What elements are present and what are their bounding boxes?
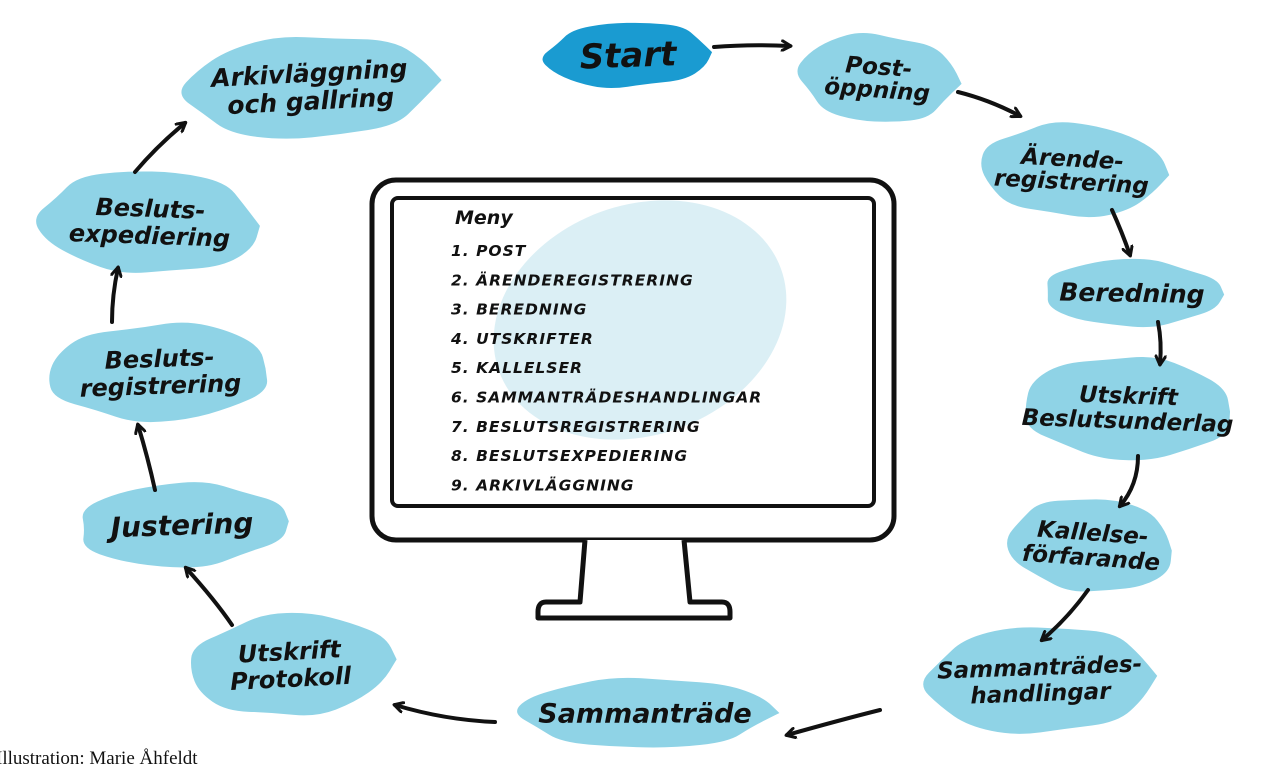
- step-label: Start: [579, 34, 679, 77]
- blob-shape: [797, 32, 962, 122]
- menu-item: 5. KALLELSER: [451, 359, 583, 377]
- flow-arrow: [1110, 208, 1130, 255]
- step-kallelse: Kallelse-förfarande: [1007, 499, 1172, 592]
- flow-arrow: [138, 425, 157, 492]
- flow-arrow: [110, 268, 118, 324]
- step-justering: Justering: [82, 482, 289, 568]
- step-label: Besluts-: [104, 343, 215, 375]
- step-beslutsexpediering: Besluts-expediering: [36, 171, 260, 273]
- step-beredning: Beredning: [1047, 258, 1225, 328]
- step-label: Protokoll: [229, 662, 352, 696]
- menu-item: 4. UTSKRIFTER: [450, 330, 594, 348]
- flow-arrow: [1158, 320, 1161, 364]
- menu-item: 8. BESLUTSEXPEDIERING: [451, 447, 688, 465]
- illustration-credit: Illustration: Marie Åhfeldt: [0, 748, 198, 769]
- step-label: registrering: [79, 369, 242, 403]
- step-beslutsregistrering: Besluts-registrering: [49, 322, 268, 423]
- flow-arrow: [395, 705, 497, 724]
- step-arende: Ärende-registrering: [981, 122, 1170, 218]
- flow-arrow: [1042, 588, 1090, 640]
- step-sammantradeshandlingar: Sammanträdes-handlingar: [923, 627, 1158, 734]
- menu-title: Meny: [455, 207, 514, 229]
- step-label: handlingar: [970, 679, 1113, 710]
- flow-arrow: [1120, 454, 1140, 506]
- flow-arrows: [110, 45, 1161, 735]
- flow-arrow: [787, 708, 882, 735]
- menu-item: 9. ARKIVLÄGGNING: [451, 475, 635, 494]
- step-label: Justering: [105, 506, 254, 544]
- blob-shape: [36, 171, 260, 273]
- step-label: Sammanträde: [538, 698, 751, 729]
- menu-list: 1. POST 2. ÄRENDEREGISTRERING 3. BEREDNING…: [450, 242, 762, 494]
- monitor: Meny 1. POST 2. ÄRENDEREGISTRERING 3. BERE…: [369, 177, 897, 621]
- blob-shape: [517, 677, 780, 748]
- step-label: Utskrift: [1079, 382, 1180, 411]
- blob-shape: [181, 37, 442, 139]
- flow-arrow: [956, 90, 1020, 116]
- flow-arrow: [133, 123, 185, 174]
- step-label: Ärende-: [1019, 142, 1125, 175]
- menu-item: 2. ÄRENDEREGISTRERING: [451, 270, 694, 289]
- screen-scribble: [493, 200, 787, 440]
- menu-item: 1. POST: [451, 242, 527, 260]
- step-label: Post-: [844, 52, 913, 83]
- blob-shape: [1007, 499, 1172, 592]
- blob-shape: [542, 22, 713, 89]
- step-start: Start: [542, 22, 713, 89]
- blob-shape: [191, 612, 397, 716]
- menu-item: 6. SAMMANTRÄDESHANDLINGAR: [451, 388, 762, 407]
- flow-arrow: [712, 45, 790, 47]
- blob-shape: [82, 482, 289, 568]
- menu-item: 3. BEREDNING: [451, 301, 587, 319]
- step-sammantrade: Sammanträde: [517, 677, 780, 748]
- step-label: expediering: [68, 219, 230, 253]
- blob-shape: [49, 322, 268, 423]
- step-post: Post-öppning: [797, 32, 962, 122]
- blob-shape: [981, 122, 1170, 218]
- flow-arrow: [186, 568, 234, 627]
- step-label: Utskrift: [237, 635, 343, 668]
- blob-shape: [1047, 258, 1225, 328]
- blob-shape: [1025, 357, 1231, 461]
- step-label: Beredning: [1059, 277, 1205, 309]
- blob-shape: [923, 627, 1158, 734]
- step-label: Besluts-: [95, 193, 206, 225]
- menu-item: 7. BESLUTSREGISTRERING: [451, 418, 701, 436]
- monitor-stand: [535, 539, 733, 621]
